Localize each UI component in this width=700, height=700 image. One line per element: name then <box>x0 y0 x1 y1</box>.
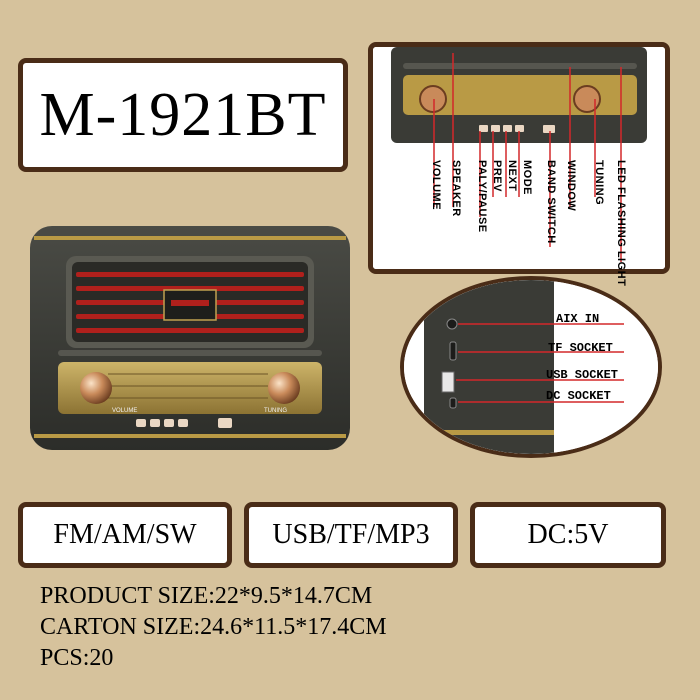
tuning-label: TUNING <box>264 408 287 414</box>
callout-usb-socket: USB SOCKET <box>546 368 619 382</box>
spec-media-box: USB/TF/MP3 <box>244 502 458 568</box>
ports-closeup-image <box>404 280 658 454</box>
callout-led-flashing-light: LED FLASHING LIGHT <box>615 160 627 287</box>
controls-detail-box <box>368 42 670 274</box>
callout-mode: MODE <box>521 160 533 195</box>
callout-dc-socket: DC SOCKET <box>546 389 611 403</box>
callout-aux-in: AIX IN <box>556 312 600 326</box>
callout-play-pause: PALY/PAUSE <box>476 160 488 233</box>
spec-band-box: FM/AM/SW <box>18 502 232 568</box>
radio-product-image: VOLUME TUNING <box>30 226 350 450</box>
callout-window: WINDOW <box>565 160 577 212</box>
controls-closeup-image <box>373 47 665 269</box>
callout-tf-socket: TF SOCKET <box>548 341 613 355</box>
spec-band: FM/AM/SW <box>53 519 197 550</box>
model-title-box: M-1921BT <box>18 58 348 172</box>
callout-next: NEXT <box>506 160 518 192</box>
volume-label: VOLUME <box>112 408 137 414</box>
pieces-count: PCS:20 <box>40 645 114 671</box>
callout-prev: PREV <box>491 160 503 192</box>
spec-media: USB/TF/MP3 <box>272 519 430 550</box>
callout-volume: VOLUME <box>430 160 442 211</box>
callout-speaker: SPEAKER <box>450 160 462 217</box>
product-size: PRODUCT SIZE:22*9.5*14.7CM <box>40 583 373 609</box>
spec-power: DC:5V <box>527 519 609 550</box>
model-title: M-1921BT <box>39 80 327 149</box>
callout-tuning: TUNING <box>593 160 605 206</box>
callout-band-switch: BAND SWITCH <box>545 160 557 244</box>
spec-power-box: DC:5V <box>470 502 666 568</box>
carton-size: CARTON SIZE:24.6*11.5*17.4CM <box>40 614 387 640</box>
ports-detail-oval <box>400 276 662 458</box>
